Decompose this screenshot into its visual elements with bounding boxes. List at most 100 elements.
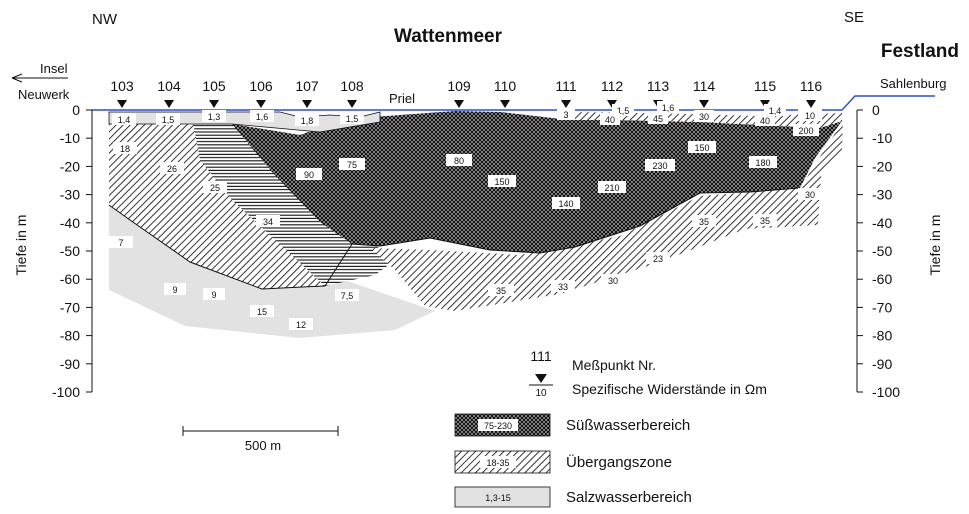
value-box xyxy=(645,159,675,171)
point-number: 103 xyxy=(110,78,134,94)
value-label: 210 xyxy=(604,183,619,193)
value-box xyxy=(764,104,786,116)
resistivity-value: 210 xyxy=(598,181,626,193)
value-label: 23 xyxy=(653,254,663,264)
value-label: 1,5 xyxy=(162,115,175,125)
resistivity-value: 200 xyxy=(793,124,819,136)
resistivity-value: 40 xyxy=(755,114,775,126)
legend-fresh-range-box xyxy=(478,419,518,431)
right-tick-label: -80 xyxy=(872,328,892,344)
value-label: 200 xyxy=(798,126,813,136)
value-label: 7,5 xyxy=(341,291,354,301)
value-box xyxy=(488,175,516,187)
point-marker-icon xyxy=(256,100,266,108)
point-number: 105 xyxy=(202,78,226,94)
value-box xyxy=(256,215,280,227)
legend-point-desc: Spezifische Widerstände in Ωm xyxy=(572,381,767,397)
value-label: 80 xyxy=(454,156,464,166)
resistivity-value: 18 xyxy=(113,142,137,154)
right-tick-label: -40 xyxy=(872,215,892,231)
legend-salt-label: Salzwasserbereich xyxy=(566,489,692,506)
point-marker-icon xyxy=(302,100,312,108)
right-tick-label: -20 xyxy=(872,158,892,174)
value-label: 26 xyxy=(167,164,177,174)
depth-axis-label-right: Tiefe in m xyxy=(927,215,943,276)
island-arrow-icon xyxy=(11,73,23,83)
resistivity-value: 7,5 xyxy=(335,289,359,301)
resistivity-value: 180 xyxy=(749,156,777,168)
value-label: 3 xyxy=(563,110,568,120)
value-box xyxy=(289,318,313,330)
resistivity-value: 35 xyxy=(753,214,777,226)
resistivity-value: 30 xyxy=(601,274,625,286)
value-box xyxy=(340,112,364,124)
channel-label: Priel xyxy=(389,91,415,106)
value-label: 230 xyxy=(652,161,667,171)
point-number: 108 xyxy=(340,78,364,94)
value-box xyxy=(601,274,625,286)
resistivity-value: 33 xyxy=(551,280,575,292)
value-box xyxy=(295,114,319,126)
resistivity-value: 75 xyxy=(339,158,365,170)
left-tick-label: -20 xyxy=(60,158,80,174)
resistivity-value: 26 xyxy=(160,162,184,174)
axis-ticks xyxy=(86,109,863,393)
left-tick-label: -30 xyxy=(60,187,80,203)
water-surface-line xyxy=(92,95,935,111)
resistivity-value: 7 xyxy=(109,236,133,248)
point-number: 113 xyxy=(647,78,670,94)
left-tick-label: -70 xyxy=(60,299,80,315)
resistivity-value: 1,6 xyxy=(250,110,274,122)
resistivity-value: 9 xyxy=(164,283,186,295)
resistivity-value: 35 xyxy=(692,215,716,227)
right-tick-label: 0 xyxy=(872,102,880,118)
value-label: 34 xyxy=(263,217,273,227)
right-tick-label: -10 xyxy=(872,130,892,146)
point-number: 116 xyxy=(800,78,823,94)
value-box xyxy=(648,112,668,124)
value-label: 30 xyxy=(805,190,815,200)
value-label: 75 xyxy=(347,160,357,170)
resistivity-value: 3 xyxy=(557,108,575,120)
left-tick-label: -80 xyxy=(60,328,80,344)
value-box xyxy=(488,284,514,296)
resistivity-value: 34 xyxy=(256,215,280,227)
value-label: 90 xyxy=(304,170,314,180)
depth-axis-label-left: Tiefe in m xyxy=(13,215,29,276)
legend-transition-range-box xyxy=(480,456,516,468)
value-label: 180 xyxy=(755,158,770,168)
value-box xyxy=(109,236,133,248)
town-label: Sahlenburg xyxy=(880,76,947,91)
resistivity-value: 23 xyxy=(646,252,670,264)
value-box xyxy=(749,156,777,168)
value-box xyxy=(113,142,137,154)
value-box xyxy=(160,162,184,174)
legend-point-number: 111 xyxy=(530,348,551,364)
resistivity-value: 30 xyxy=(694,110,714,122)
value-box xyxy=(692,215,716,227)
value-box xyxy=(164,283,186,295)
transition-zone-left xyxy=(109,116,325,289)
value-label: 1,5 xyxy=(617,106,630,116)
value-box xyxy=(156,113,180,125)
value-box xyxy=(646,252,670,264)
value-label: 15 xyxy=(257,307,267,317)
legend-salt-swatch xyxy=(454,486,551,508)
point-marker-icon xyxy=(806,100,816,108)
left-tick-label: -40 xyxy=(60,215,80,231)
value-label: 1,6 xyxy=(662,103,675,113)
value-box xyxy=(203,288,225,300)
value-box xyxy=(598,181,626,193)
point-number: 114 xyxy=(693,78,716,94)
resistivity-value: 12 xyxy=(289,318,313,330)
wadden-sea-title: Wattenmeer xyxy=(394,26,503,47)
value-box xyxy=(250,110,274,122)
left-tick-label: -60 xyxy=(60,271,80,287)
point-number: 109 xyxy=(447,78,471,94)
island-label-2: Neuwerk xyxy=(18,87,70,102)
value-label: 35 xyxy=(760,216,770,226)
